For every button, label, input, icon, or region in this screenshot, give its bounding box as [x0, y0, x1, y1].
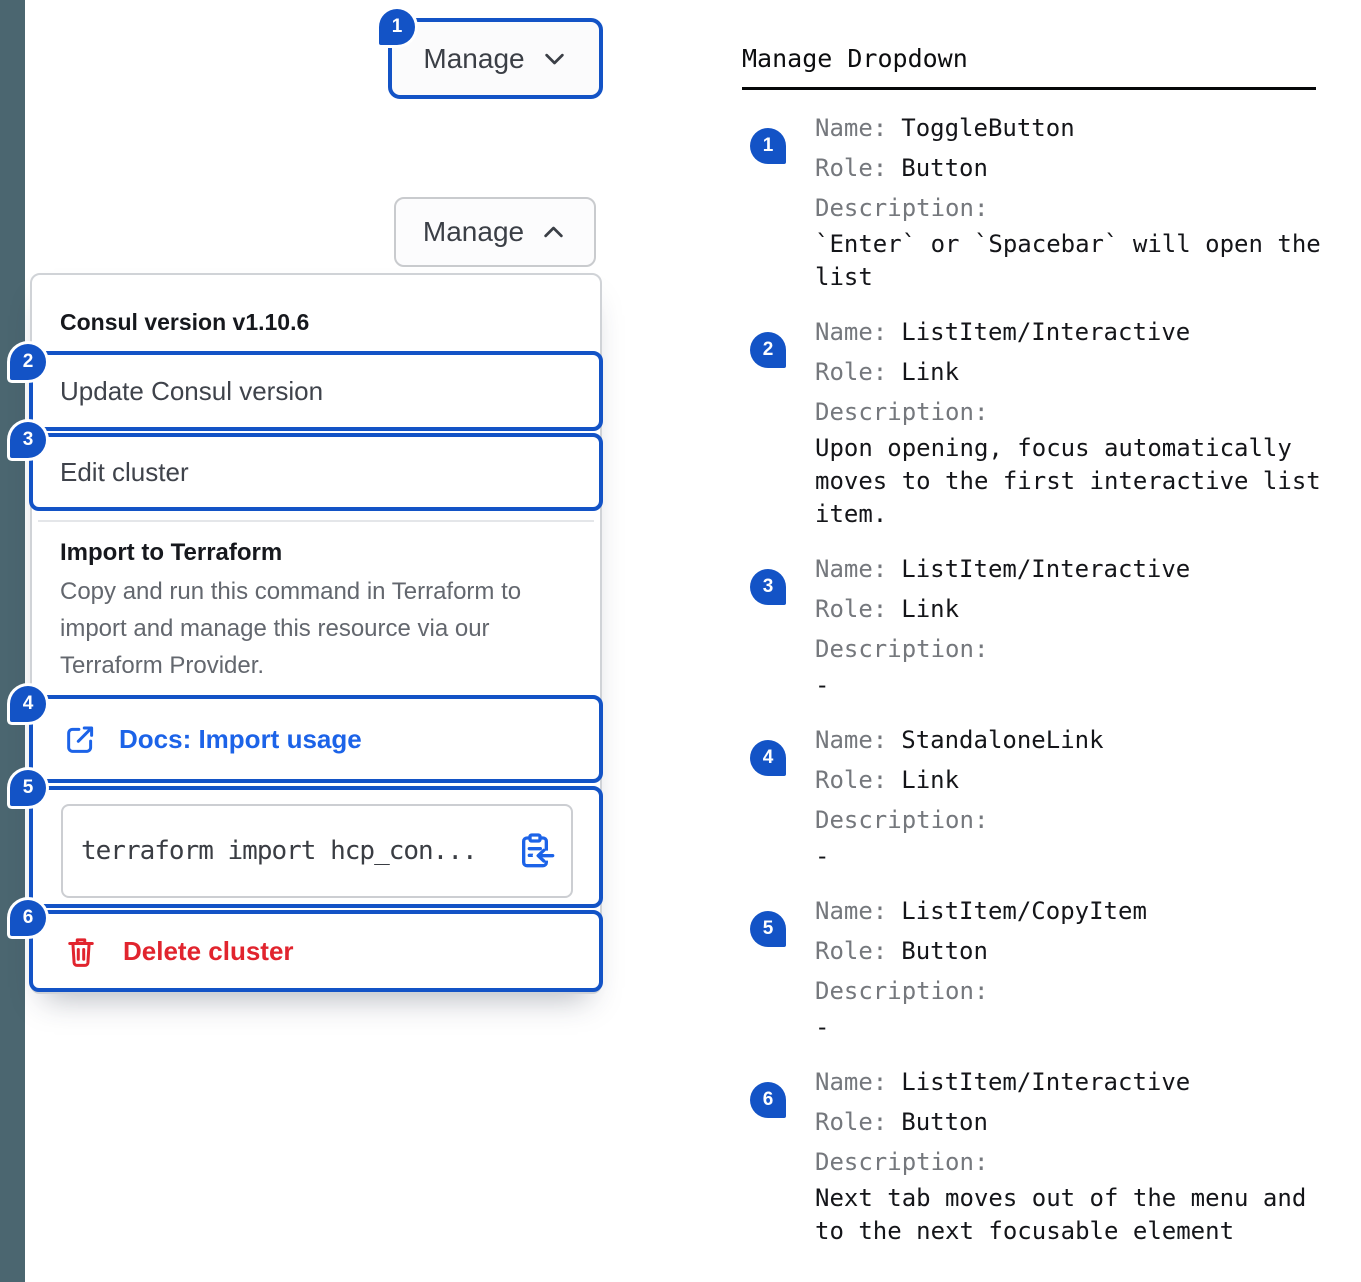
role-value: Link: [901, 766, 960, 794]
description-label: Description:: [815, 398, 989, 426]
consul-version-header: Consul version v1.10.6: [60, 309, 310, 335]
description-value: -: [815, 842, 830, 870]
name-value: ListItem/Interactive: [901, 318, 1191, 346]
chevron-up-icon: [540, 219, 567, 246]
description-value: -: [815, 671, 830, 699]
name-value: ListItem/Interactive: [901, 1068, 1191, 1096]
name-label: Name:: [815, 318, 888, 346]
manage-button-label: Manage: [423, 42, 525, 74]
name-label: Name:: [815, 555, 888, 583]
description-label: Description:: [815, 194, 989, 222]
legend-list: 1 Name: ToggleButton Role: Button Descript…: [742, 108, 1352, 1266]
trash-icon: [63, 933, 99, 969]
legend-item-6: 6 Name:ListItem/Interactive Role:Button …: [742, 1062, 1352, 1248]
delete-cluster-label: Delete cluster: [123, 935, 294, 966]
menu-item-docs-import-usage[interactable]: Docs: Import usage: [29, 695, 603, 783]
manage-toggle-button-expanded[interactable]: Manage: [394, 197, 596, 267]
legend-item-5: 5 Name: ListItem/CopyItem Role: Button Des…: [742, 891, 1352, 1044]
legend-badge-1: 1: [750, 128, 786, 164]
manage-button-label: Manage: [422, 216, 525, 247]
import-section-title: Import to Terraform: [60, 539, 283, 566]
legend-item-2: 2 Name: ListItem/Interactive Role: Link De…: [742, 312, 1352, 531]
menu-item-edit-cluster[interactable]: Edit cluster: [29, 433, 603, 511]
docs-import-usage-link[interactable]: Docs: Import usage: [119, 723, 362, 754]
role-label: Role:: [815, 1108, 888, 1136]
manage-dropdown-panel: Consul version v1.10.6 Update Consul ver…: [29, 273, 603, 994]
description-value: -: [815, 1013, 830, 1041]
role-label: Role:: [815, 154, 888, 182]
external-link-icon: [63, 722, 97, 756]
name-value: StandaloneLink: [901, 726, 1104, 754]
left-edge-strip: [0, 0, 25, 1282]
import-section-description: Copy and run this command in Terraform t…: [60, 578, 522, 679]
description-label: Description:: [815, 806, 989, 834]
legend-item-3: 3 Name: ListItem/Interactive Role: Link De…: [742, 549, 1352, 702]
description-label: Description:: [815, 635, 989, 663]
legend-badge-4: 4: [750, 740, 786, 776]
manage-toggle-button-collapsed[interactable]: Manage: [388, 18, 603, 99]
role-value: Link: [901, 358, 960, 386]
role-value: Link: [901, 595, 960, 623]
description-value: Upon opening, focus automatically moves …: [815, 434, 1321, 528]
role-value: Button: [901, 154, 988, 182]
annotation-badge-5: 5: [10, 770, 46, 806]
role-label: Role:: [815, 358, 888, 386]
name-label: Name:: [815, 114, 888, 142]
name-label: Name:: [815, 897, 888, 925]
role-label: Role:: [815, 766, 888, 794]
menu-item-label: Update Consul version: [60, 375, 324, 406]
terraform-import-command: terraform import hcp_con...: [81, 836, 478, 866]
annotation-badge-3: 3: [10, 422, 46, 458]
name-label: Name:: [815, 726, 888, 754]
legend-badge-6: 6: [750, 1082, 786, 1118]
annotation-badge-4: 4: [10, 686, 46, 722]
name-value: ListItem/CopyItem: [901, 897, 1147, 925]
legend-item-4: 4 Name: StandaloneLink Role: Link Descript…: [742, 720, 1352, 873]
role-value: Button: [901, 937, 988, 965]
legend-rule: [742, 87, 1316, 90]
annotation-badge-1: 1: [379, 9, 415, 45]
legend-item-1: 1 Name: ToggleButton Role: Button Descript…: [742, 108, 1352, 294]
legend-badge-3: 3: [750, 569, 786, 605]
legend-title: Manage Dropdown: [742, 44, 968, 73]
description-value: Next tab moves out of the menu and to th…: [815, 1184, 1307, 1245]
role-value: Button: [901, 1108, 988, 1136]
menu-item-update-consul-version[interactable]: Update Consul version: [29, 351, 603, 431]
name-label: Name:: [815, 1068, 888, 1096]
name-value: ToggleButton: [901, 114, 1075, 142]
role-label: Role:: [815, 937, 888, 965]
menu-item-label: Edit cluster: [60, 456, 189, 487]
chevron-down-icon: [541, 45, 568, 72]
menu-item-delete-cluster[interactable]: Delete cluster: [29, 910, 603, 992]
clipboard-copy-icon[interactable]: [515, 831, 555, 871]
description-label: Description:: [815, 977, 989, 1005]
role-label: Role:: [815, 595, 888, 623]
menu-item-copy-snippet: terraform import hcp_con...: [29, 786, 603, 908]
menu-divider: [38, 520, 594, 522]
description-label: Description:: [815, 1148, 989, 1176]
legend-badge-2: 2: [750, 332, 786, 368]
copy-snippet-button[interactable]: terraform import hcp_con...: [61, 804, 573, 898]
annotation-badge-2: 2: [10, 344, 46, 380]
annotation-badge-6: 6: [10, 900, 46, 936]
description-value: `Enter` or `Spacebar` will open the list: [815, 230, 1321, 291]
legend-badge-5: 5: [750, 911, 786, 947]
name-value: ListItem/Interactive: [901, 555, 1191, 583]
